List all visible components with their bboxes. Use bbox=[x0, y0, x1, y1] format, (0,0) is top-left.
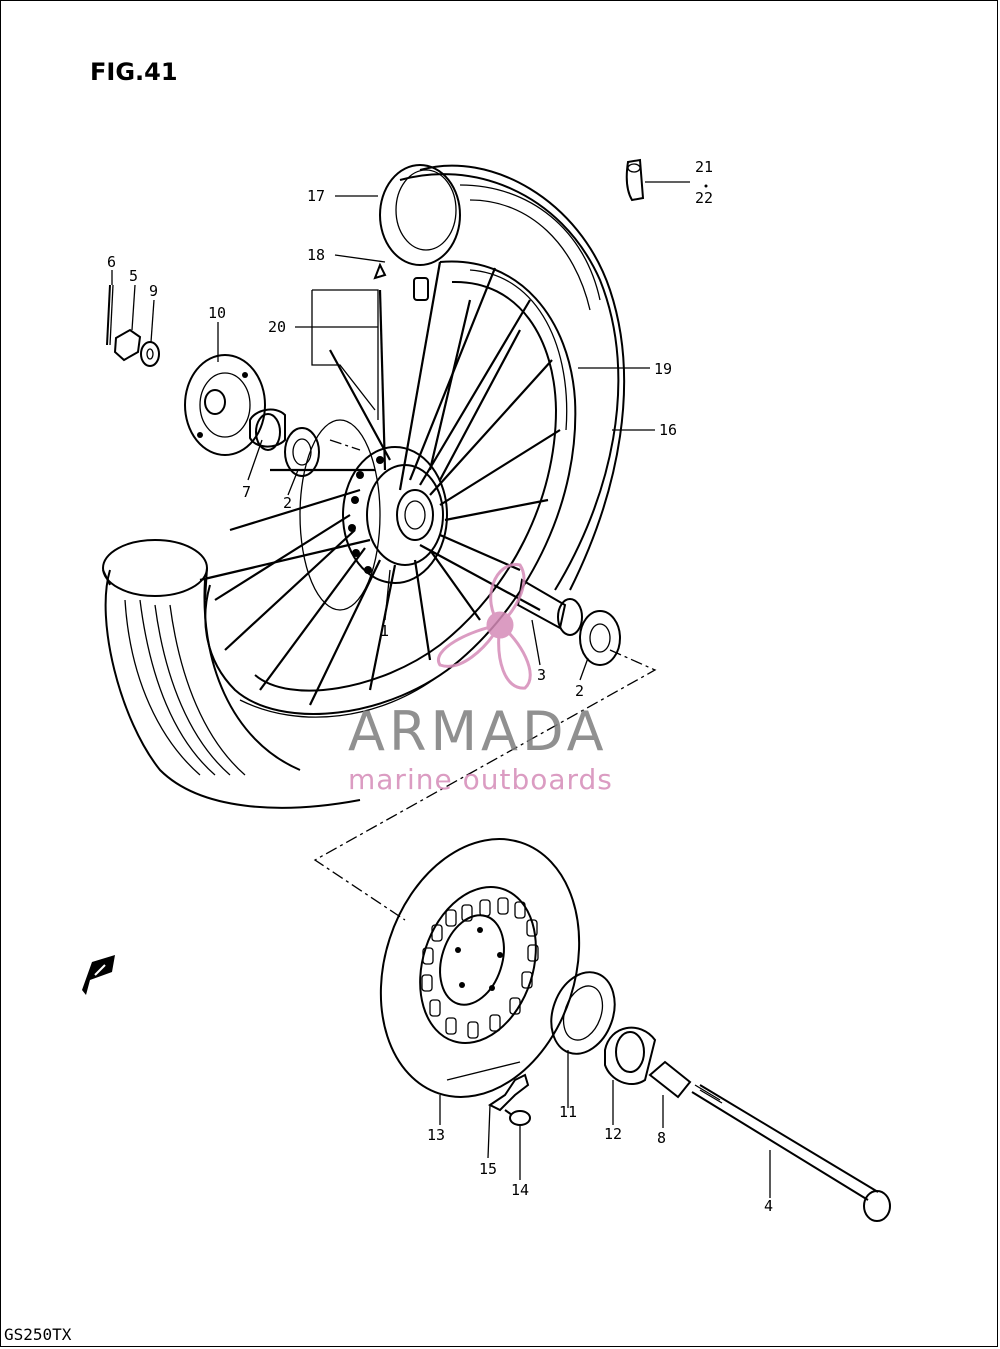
bearing-right bbox=[579, 610, 621, 666]
callout-10: 10 bbox=[208, 304, 226, 322]
callout-8: 8 bbox=[657, 1129, 666, 1147]
spacer-8 bbox=[648, 1060, 692, 1099]
watermark-brand: ARMADA bbox=[348, 700, 608, 763]
bearing-left bbox=[284, 427, 320, 477]
leader-lines bbox=[111, 195, 771, 1198]
rim bbox=[204, 260, 577, 718]
callout-11: 11 bbox=[559, 1103, 577, 1121]
brake-disc bbox=[379, 838, 581, 1098]
watermark: ARMADA marine outboards bbox=[348, 563, 613, 796]
callout-2-right: 2 bbox=[575, 682, 584, 700]
spokes bbox=[199, 261, 561, 706]
rim-band-valve bbox=[373, 262, 429, 301]
callout-4: 4 bbox=[764, 1197, 773, 1215]
callout-7: 7 bbox=[242, 483, 251, 501]
callout-9: 9 bbox=[149, 282, 158, 300]
callout-21: 21 bbox=[695, 158, 713, 176]
valve-cap bbox=[625, 158, 690, 202]
propeller-logo-icon bbox=[436, 563, 532, 690]
cotter-pin bbox=[106, 284, 114, 346]
lock-washer bbox=[488, 1073, 530, 1112]
callout-16: 16 bbox=[659, 421, 677, 439]
callout-1: 1 bbox=[380, 622, 389, 640]
callout-15: 15 bbox=[479, 1160, 497, 1178]
callout-22: 22 bbox=[695, 189, 713, 207]
callout-12: 12 bbox=[604, 1125, 622, 1143]
disc-slots bbox=[421, 897, 539, 1039]
hub bbox=[299, 419, 448, 611]
model-code: GS250TX bbox=[4, 1325, 72, 1344]
spacer-3 bbox=[516, 578, 583, 636]
figure-title: FIG.41 bbox=[90, 58, 178, 86]
washer bbox=[140, 341, 160, 367]
callout-17: 17 bbox=[307, 187, 325, 205]
speedometer-gearbox-cover bbox=[184, 354, 266, 456]
assembly-lines bbox=[313, 439, 657, 921]
callout-13: 13 bbox=[427, 1126, 445, 1144]
callout-18: 18 bbox=[307, 246, 325, 264]
disc-plate bbox=[550, 971, 616, 1055]
callout-6: 6 bbox=[107, 253, 116, 271]
callout-19: 19 bbox=[654, 360, 672, 378]
castle-nut bbox=[113, 328, 142, 362]
callout-20: 20 bbox=[268, 318, 286, 336]
disc-bolt-leader bbox=[446, 1061, 521, 1081]
callout-5: 5 bbox=[129, 267, 138, 285]
callout-3: 3 bbox=[537, 666, 546, 684]
front-axle-collar bbox=[604, 1026, 657, 1085]
callout-2-left: 2 bbox=[283, 494, 292, 512]
watermark-tagline: marine outboards bbox=[348, 763, 613, 796]
callout-dot bbox=[704, 184, 708, 188]
front-axle bbox=[691, 1084, 891, 1222]
front-arrow-icon bbox=[82, 955, 115, 995]
callout-14: 14 bbox=[511, 1181, 529, 1199]
tire bbox=[102, 164, 626, 809]
spacer-7 bbox=[249, 408, 286, 451]
callout-labels: 17 18 20 6 5 9 10 7 2 21 22 19 16 1 3 2 … bbox=[107, 158, 773, 1215]
disc-bolt bbox=[504, 1109, 531, 1126]
